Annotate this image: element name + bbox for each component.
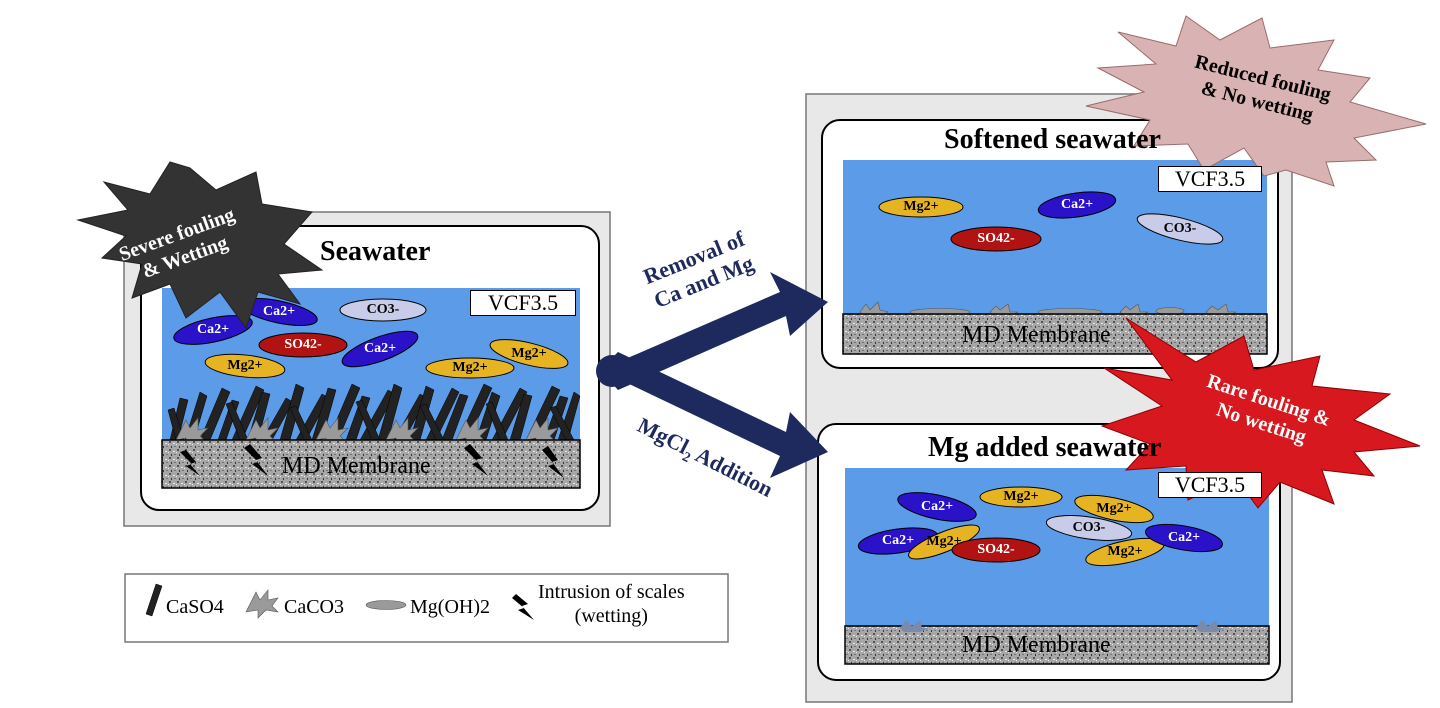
ion-so4 bbox=[951, 537, 1041, 563]
caco3-scale-layer bbox=[175, 417, 559, 447]
mg-added-scales bbox=[900, 620, 1226, 632]
mg-added-ions bbox=[857, 486, 1223, 567]
mg-added-membrane bbox=[844, 625, 1270, 665]
ion-so4 bbox=[258, 332, 348, 358]
ion-ca bbox=[1037, 191, 1117, 219]
ion-mg bbox=[908, 524, 980, 560]
ion-mg bbox=[1074, 494, 1154, 524]
softened-ions bbox=[878, 191, 1224, 252]
reduced-burst bbox=[1085, 15, 1427, 187]
caso4-scale-layer bbox=[167, 383, 581, 441]
ion-mg bbox=[878, 196, 964, 218]
severe-burst bbox=[76, 161, 324, 330]
ion-so4 bbox=[950, 226, 1042, 252]
seawater-ions bbox=[173, 298, 569, 379]
ion-co3 bbox=[339, 298, 427, 322]
softened-membrane bbox=[842, 313, 1268, 355]
caco3-icon bbox=[245, 589, 279, 619]
ion-ca bbox=[1145, 523, 1223, 553]
ion-mg bbox=[489, 339, 569, 369]
ion-mg bbox=[204, 353, 286, 379]
branch-arrows bbox=[596, 272, 828, 478]
ion-mg bbox=[425, 357, 515, 379]
ion-ca bbox=[173, 315, 253, 345]
right-panel bbox=[805, 93, 1293, 703]
seawater-membrane bbox=[161, 439, 581, 489]
mgoh2-icon bbox=[365, 600, 407, 610]
rare-burst bbox=[1100, 317, 1421, 509]
ion-co3 bbox=[1045, 515, 1133, 541]
ion-co3 bbox=[1136, 213, 1224, 245]
ion-ca bbox=[897, 492, 977, 522]
ion-mg bbox=[979, 486, 1063, 508]
ion-ca bbox=[341, 330, 419, 368]
caso4-icon bbox=[145, 583, 163, 617]
legend-box bbox=[124, 573, 729, 643]
intrusion-icon bbox=[512, 594, 534, 620]
intrusion-marks bbox=[180, 444, 564, 478]
